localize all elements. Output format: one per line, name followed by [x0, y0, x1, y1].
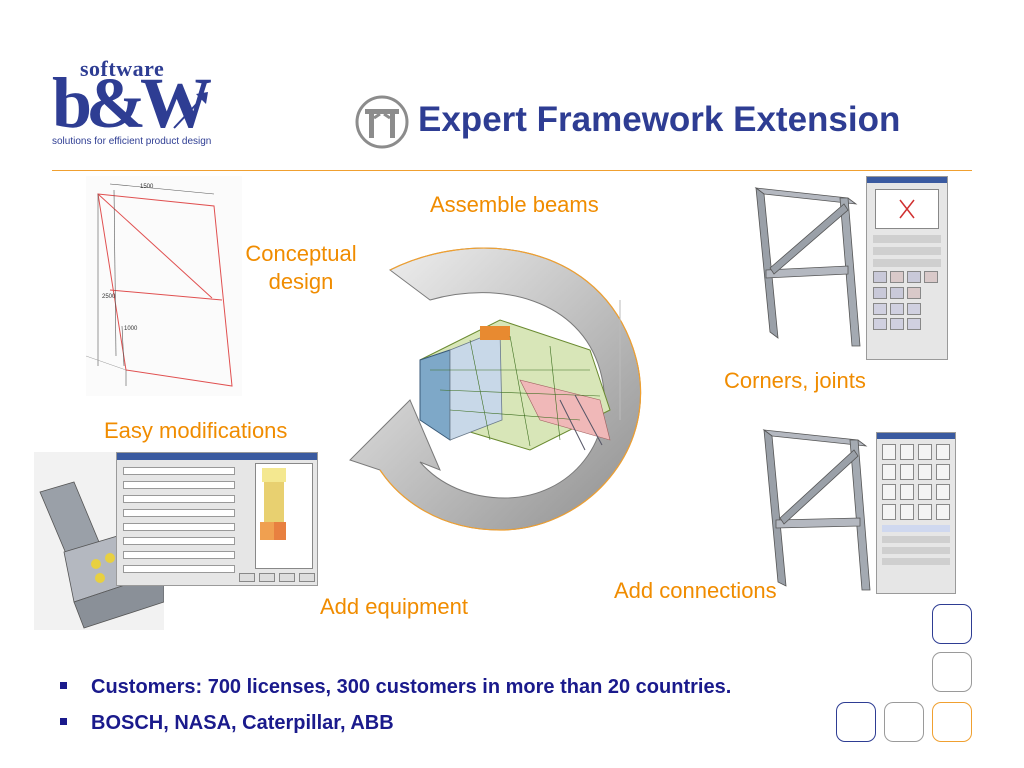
deco-box-4: [884, 702, 924, 742]
logo-brand-text: b&W: [52, 63, 212, 143]
bullet-marker-icon: [60, 718, 67, 726]
logo-tagline: solutions for efficient product design: [52, 136, 212, 147]
label-assemble-beams: Assemble beams: [430, 192, 599, 217]
bullet-text: BOSCH, NASA, Caterpillar, ABB: [91, 712, 394, 734]
process-cycle-arrow: [349, 247, 642, 531]
deco-box-3: [836, 702, 876, 742]
frame-corners-image: [748, 178, 866, 360]
sketch-dim-lower: 1000: [124, 326, 138, 332]
logo-arrow-icon: [173, 92, 208, 129]
label-conceptual-design: Conceptual design: [245, 241, 357, 294]
connection-dialog[interactable]: [876, 432, 956, 594]
label-add-equipment: Add equipment: [320, 594, 468, 619]
page-title: Expert Framework Extension: [418, 100, 901, 139]
label-easy-modifications: Easy modifications: [104, 418, 288, 443]
deco-box-5: [932, 702, 972, 742]
bullet-customers: Customers: 700 licenses, 300 customers i…: [60, 676, 731, 699]
modification-dialog[interactable]: [116, 452, 318, 586]
logo-software-text: software: [80, 56, 165, 81]
sketch-dim-top: 1500: [140, 184, 154, 190]
conceptual-sketch-image: [86, 176, 242, 396]
frame-connections-image: [760, 426, 876, 596]
plant-model-image: [419, 319, 611, 451]
bullet-marker-icon: [60, 682, 67, 690]
deco-box-2: [932, 652, 972, 692]
label-corners-joints: Corners, joints: [724, 368, 866, 393]
company-logo: software b&W solutions for efficient pro…: [52, 56, 212, 152]
deco-box-1: [932, 604, 972, 644]
profile-dialog-top[interactable]: [866, 176, 948, 360]
beam-section-icon: [899, 199, 915, 219]
sketch-dim-left: 2500: [102, 294, 116, 300]
bullet-text: Customers: 700 licenses, 300 customers i…: [91, 676, 732, 698]
title-divider: [52, 170, 972, 171]
bullet-clients: BOSCH, NASA, Caterpillar, ABB: [60, 712, 394, 735]
framework-gate-icon: [355, 95, 409, 149]
label-add-connections: Add connections: [614, 578, 777, 603]
